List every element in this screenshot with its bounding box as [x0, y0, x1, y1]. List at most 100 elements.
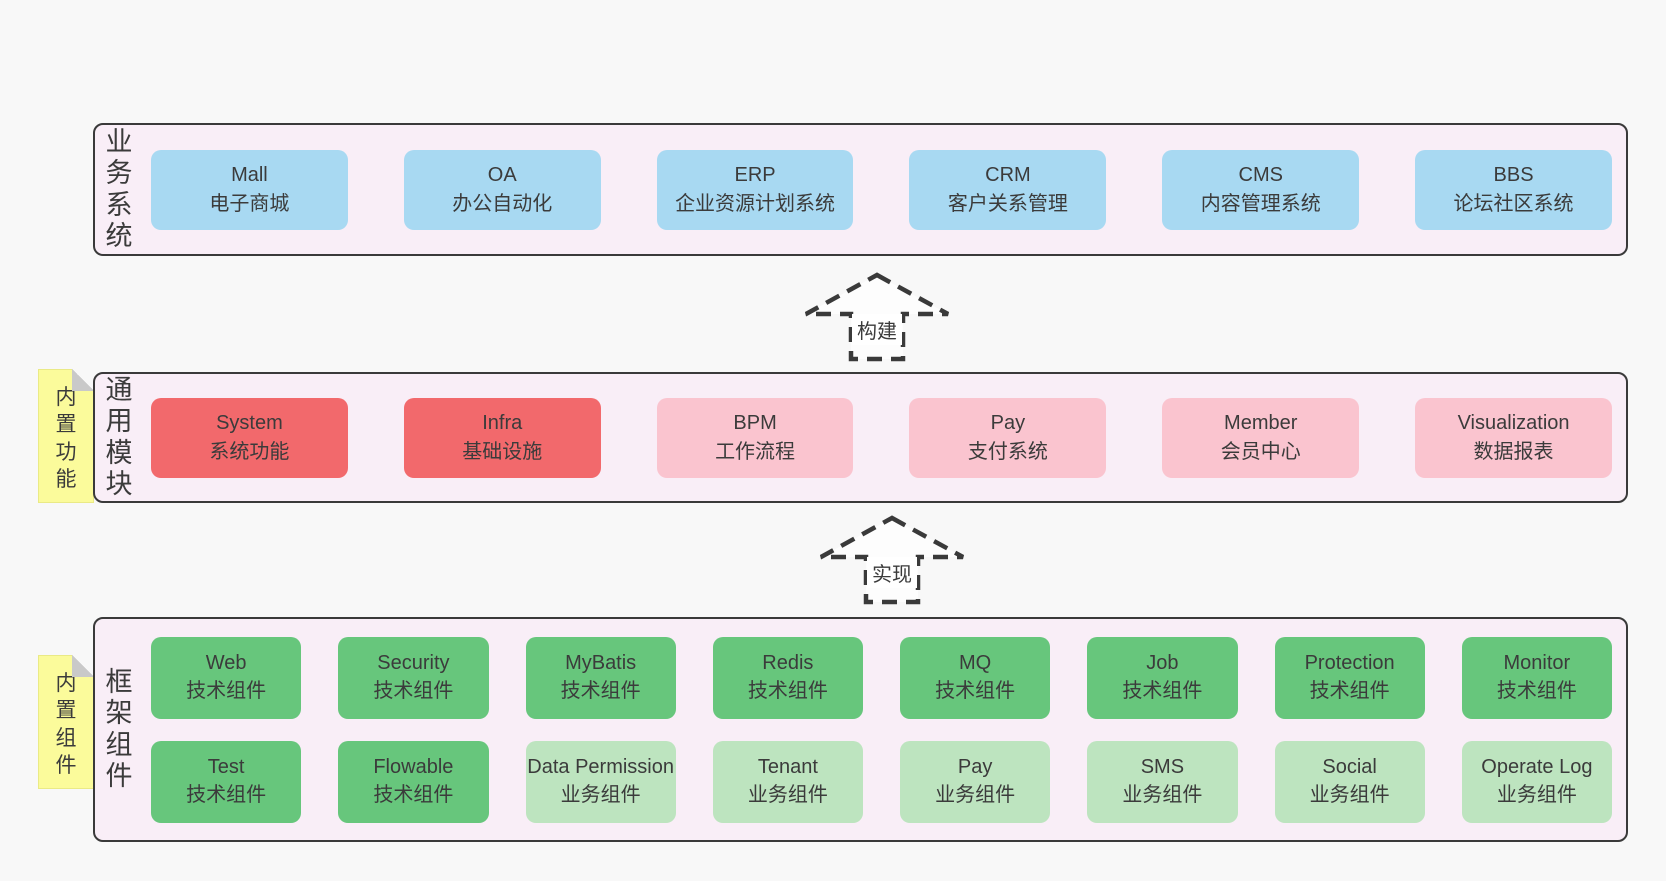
box-subtitle: 业务组件	[1496, 783, 1577, 806]
box-title: Social	[1322, 755, 1377, 778]
box-subtitle: 工作流程	[715, 440, 796, 463]
panel-label-common-modules: 通用模块	[95, 374, 143, 501]
box-test: Test 技术组件	[151, 740, 302, 823]
box-title: Test	[207, 755, 245, 778]
panel-common-modules: 通用模块 System 系统功能 Infra 基础设施 BPM 工作流程 Pay…	[93, 372, 1628, 503]
framework-row-1: Web 技术组件 Security 技术组件 MyBatis 技术组件 Redi…	[151, 636, 1612, 719]
box-subtitle: 电子商城	[209, 192, 290, 215]
box-subtitle: 技术组件	[1309, 679, 1390, 702]
box-mybatis: MyBatis 技术组件	[525, 636, 676, 719]
framework-row-2: Test 技术组件 Flowable 技术组件 Data Permission …	[151, 740, 1612, 823]
panel-label-framework-components: 框架组件	[95, 619, 143, 840]
box-bpm: BPM 工作流程	[656, 397, 854, 478]
box-web: Web 技术组件	[151, 636, 302, 719]
box-oa: OA 办公自动化	[403, 149, 601, 230]
box-title: MyBatis	[565, 651, 637, 674]
box-title: Infra	[482, 412, 523, 435]
box-title: CRM	[985, 164, 1031, 187]
box-protection: Protection 技术组件	[1274, 636, 1425, 719]
box-title: MQ	[959, 651, 992, 674]
box-title: Data Permission	[527, 755, 674, 778]
arrow-up-build: 构建	[802, 272, 952, 362]
box-subtitle: 客户关系管理	[947, 192, 1068, 215]
box-visualization: Visualization 数据报表	[1415, 397, 1612, 478]
framework-components-grid: Web 技术组件 Security 技术组件 MyBatis 技术组件 Redi…	[143, 619, 1626, 840]
box-subtitle: 技术组件	[747, 679, 828, 702]
box-subtitle: 技术组件	[373, 783, 454, 806]
box-subtitle: 技术组件	[186, 679, 267, 702]
box-pay-module: Pay 支付系统	[909, 397, 1107, 478]
box-cms: CMS 内容管理系统	[1162, 149, 1360, 230]
box-tenant: Tenant 业务组件	[712, 740, 863, 823]
box-subtitle: 技术组件	[1122, 679, 1203, 702]
box-title: Web	[205, 651, 247, 674]
box-subtitle: 业务组件	[1122, 783, 1203, 806]
box-title: Member	[1224, 412, 1298, 435]
box-security: Security 技术组件	[338, 636, 489, 719]
box-crm: CRM 客户关系管理	[909, 149, 1107, 230]
box-flowable: Flowable 技术组件	[338, 740, 489, 823]
box-sms: SMS 业务组件	[1087, 740, 1238, 823]
sticky-tag-built-in-features: 内置功能	[38, 369, 94, 503]
panel-framework-components: 框架组件 Web 技术组件 Security 技术组件 MyBatis 技术组件…	[93, 617, 1628, 842]
box-subtitle: 业务组件	[1309, 783, 1390, 806]
box-operate-log: Operate Log 业务组件	[1461, 740, 1612, 823]
business-systems-row: Mall 电子商城 OA 办公自动化 ERP 企业资源计划系统 CRM 客户关系…	[143, 125, 1626, 254]
box-subtitle: 业务组件	[747, 783, 828, 806]
panel-label-business-systems: 业务系统	[95, 125, 143, 254]
box-subtitle: 业务组件	[935, 783, 1016, 806]
panel-label-text: 框架组件	[105, 666, 133, 791]
box-title: SMS	[1140, 755, 1185, 778]
box-infra: Infra 基础设施	[403, 397, 601, 478]
box-title: Mall	[231, 164, 268, 187]
box-social: Social 业务组件	[1274, 740, 1425, 823]
arrow-implement-label: 实现	[867, 557, 917, 588]
box-title: Pay	[990, 412, 1026, 435]
box-subtitle: 技术组件	[935, 679, 1016, 702]
box-title: BPM	[733, 412, 777, 435]
box-bbs: BBS 论坛社区系统	[1415, 149, 1612, 230]
box-subtitle: 数据报表	[1473, 440, 1554, 463]
box-subtitle: 技术组件	[373, 679, 454, 702]
box-title: Tenant	[757, 755, 818, 778]
box-title: Job	[1146, 651, 1179, 674]
box-subtitle: 技术组件	[186, 783, 267, 806]
box-title: BBS	[1493, 164, 1534, 187]
box-system: System 系统功能	[151, 397, 348, 478]
box-subtitle: 论坛社区系统	[1453, 192, 1574, 215]
sticky-tag-built-in-components: 内置组件	[38, 655, 94, 789]
box-subtitle: 企业资源计划系统	[675, 192, 836, 215]
box-redis: Redis 技术组件	[712, 636, 863, 719]
box-subtitle: 技术组件	[560, 679, 641, 702]
box-mall: Mall 电子商城	[151, 149, 348, 230]
box-title: Monitor	[1503, 651, 1571, 674]
box-title: ERP	[734, 164, 776, 187]
box-title: Redis	[762, 651, 814, 674]
box-subtitle: 业务组件	[560, 783, 641, 806]
box-data-permission: Data Permission 业务组件	[525, 740, 676, 823]
sticky-tag-label: 内置组件	[55, 672, 77, 777]
box-subtitle: 系统功能	[209, 440, 290, 463]
box-subtitle: 支付系统	[967, 440, 1048, 463]
box-title: Visualization	[1457, 412, 1570, 435]
box-mq: MQ 技术组件	[900, 636, 1051, 719]
common-modules-row: System 系统功能 Infra 基础设施 BPM 工作流程 Pay 支付系统…	[143, 374, 1626, 501]
box-job: Job 技术组件	[1087, 636, 1238, 719]
box-subtitle: 技术组件	[1496, 679, 1577, 702]
panel-label-text: 通用模块	[105, 374, 133, 499]
box-title: Pay	[957, 755, 993, 778]
box-title: CMS	[1238, 164, 1283, 187]
box-title: Protection	[1304, 651, 1395, 674]
arrow-up-implement: 实现	[817, 515, 967, 605]
box-title: Operate Log	[1481, 755, 1593, 778]
box-title: OA	[487, 164, 517, 187]
arrow-build-label: 构建	[852, 314, 902, 345]
box-subtitle: 会员中心	[1220, 440, 1301, 463]
box-subtitle: 办公自动化	[452, 192, 553, 215]
box-erp: ERP 企业资源计划系统	[656, 149, 854, 230]
sticky-tag-label: 内置功能	[55, 386, 77, 491]
panel-label-text: 业务系统	[105, 126, 133, 251]
panel-business-systems: 业务系统 Mall 电子商城 OA 办公自动化 ERP 企业资源计划系统 CRM…	[93, 123, 1628, 256]
box-pay-component: Pay 业务组件	[900, 740, 1051, 823]
